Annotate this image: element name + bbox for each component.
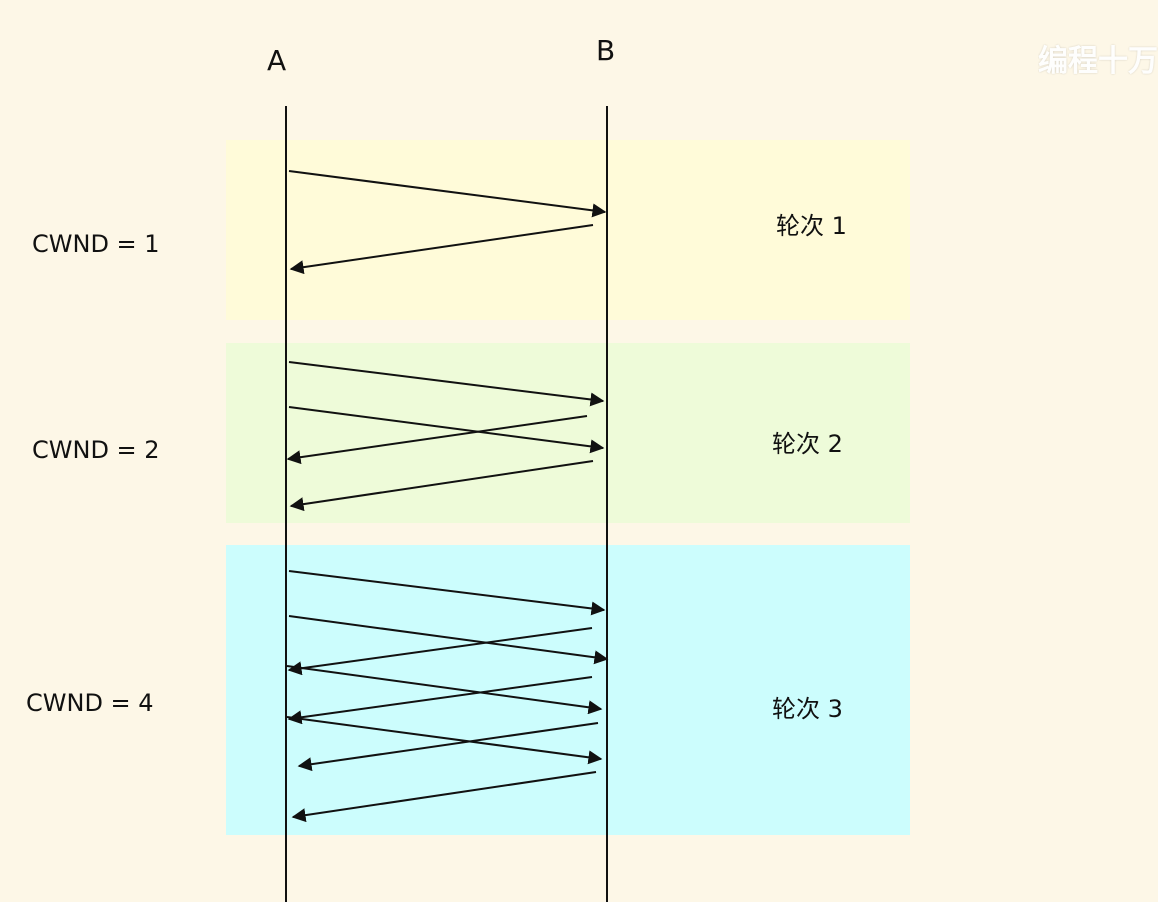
host-a-label: A bbox=[267, 44, 287, 77]
round-3-arrow-1 bbox=[288, 570, 606, 616]
round-3-arrow-7 bbox=[297, 722, 599, 772]
round-label-3: 轮次 3 bbox=[772, 695, 843, 723]
round-2-arrow-1 bbox=[288, 361, 605, 407]
round-2-arrow-2 bbox=[288, 406, 605, 454]
host-b-lifeline bbox=[606, 106, 608, 902]
round-2-band bbox=[226, 343, 910, 523]
round-3-arrow-5 bbox=[287, 676, 593, 725]
round-3-arrow-4 bbox=[286, 665, 603, 715]
round-3-band bbox=[226, 545, 910, 835]
round-1-arrow-2 bbox=[289, 224, 594, 275]
round-3-arrow-8 bbox=[291, 771, 597, 823]
watermark: 编程十万 bbox=[1038, 44, 1158, 79]
host-a-lifeline bbox=[285, 106, 287, 902]
round-2-arrow-3 bbox=[286, 415, 588, 465]
round-2-arrow-4 bbox=[289, 460, 594, 512]
cwnd-label-round-2: CWND = 2 bbox=[32, 436, 160, 464]
round-3-arrow-6 bbox=[286, 716, 603, 765]
round-1-band bbox=[226, 140, 910, 320]
host-b-label: B bbox=[596, 34, 616, 67]
round-label-2: 轮次 2 bbox=[772, 430, 843, 458]
round-label-1: 轮次 1 bbox=[776, 212, 847, 240]
cwnd-label-round-3: CWND = 4 bbox=[26, 689, 154, 717]
round-3-arrow-2 bbox=[288, 615, 609, 665]
round-1-arrow-1 bbox=[288, 170, 607, 218]
cwnd-label-round-1: CWND = 1 bbox=[32, 230, 160, 258]
round-3-arrow-3 bbox=[287, 627, 593, 676]
